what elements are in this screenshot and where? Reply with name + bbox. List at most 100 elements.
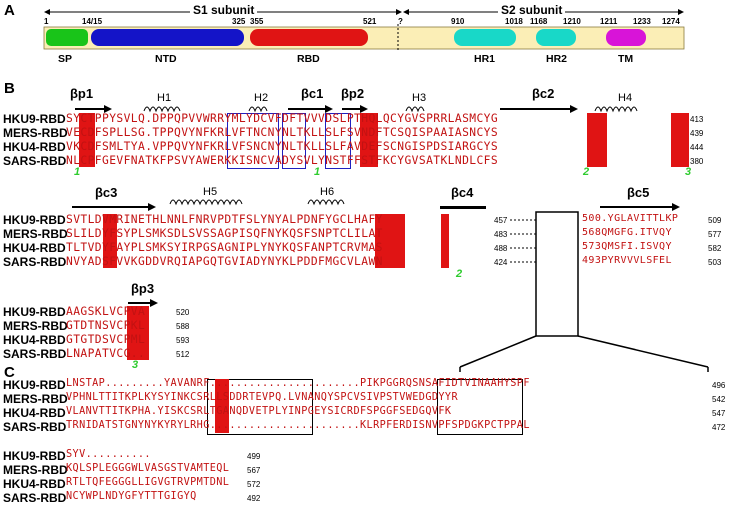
disulfide-label: 3 <box>132 359 139 371</box>
pos-1: 1 <box>44 17 49 26</box>
disulfide-label: 2 <box>456 268 463 280</box>
sequence-label: SARS-RBD <box>3 154 67 168</box>
sequence-row: SLILDYFSYPLSMKSDLSVSSAGPISQFNYKQSFSNPTCL… <box>66 227 383 240</box>
sequence-row: TLTVDYFAYPLSMKSYIRPGSAGNIPLYNYKQSFANPTCR… <box>66 241 383 254</box>
residue-number: 483 <box>494 230 508 239</box>
sequence-row: LNAPATVCG.. <box>66 347 146 360</box>
sequence-label: HKU4-RBD <box>3 477 66 491</box>
sequence-row: GTDTNSVCPKL <box>66 319 146 332</box>
alignment-block3 <box>63 306 193 362</box>
pos-910: 910 <box>451 17 465 26</box>
sequence-label: HKU9-RBD <box>3 378 66 392</box>
pos-unknown: ? <box>398 17 403 26</box>
ss-label: H2 <box>254 92 269 104</box>
ss-label: βp2 <box>341 86 365 101</box>
ss-block1 <box>75 105 638 113</box>
ss-label: βc4 <box>451 185 474 200</box>
residue-number: 492 <box>247 494 261 503</box>
pos-1233: 1233 <box>633 17 651 26</box>
sequence-label: SARS-RBD <box>3 491 67 505</box>
alignment-block4 <box>63 379 723 435</box>
panel-a-label: A <box>4 2 15 19</box>
ss-label: H5 <box>203 186 218 198</box>
residue-number: 547 <box>712 409 726 418</box>
hr1-domain <box>454 29 516 46</box>
rbd-domain <box>250 29 368 46</box>
residue-number: 457 <box>494 216 508 225</box>
pos-1210: 1210 <box>563 17 581 26</box>
sequence-label: MERS-RBD <box>3 126 68 140</box>
sequence-label: HKU9-RBD <box>3 112 66 126</box>
residue-number: 413 <box>690 115 704 124</box>
ss-label: H1 <box>157 92 172 104</box>
s1-subunit-label: S1 subunit <box>190 3 258 17</box>
sequence-label: HKU4-RBD <box>3 333 66 347</box>
sequence-row: TRNIDATSTGNYNYKYRYLRHG..................… <box>66 420 530 431</box>
ntd-domain <box>91 29 244 46</box>
hr1-label: HR1 <box>474 53 496 65</box>
sequence-label: HKU9-RBD <box>3 305 66 319</box>
residue-number: 520 <box>176 308 190 317</box>
ss-block2 <box>72 199 680 211</box>
sequence-row: SYCTPPYSVLQ.DPPQPVVWRRYMLYDCVFDFTVVVDSLP… <box>66 112 499 125</box>
pos-1211: 1211 <box>600 17 618 26</box>
ss-label: βp3 <box>131 281 155 296</box>
ss-label: βp1 <box>70 86 94 101</box>
sequence-row: VECDFSPLLSG.TPPQVYNFKRLVFTNCNYNLTKLLSLFS… <box>66 126 499 139</box>
sequence-row: VPHNLTTITKPLKYSYINKCSRLLSDDRTEVPQ.LVNANQ… <box>66 392 459 403</box>
pos-521: 521 <box>363 17 377 26</box>
residue-number: 444 <box>690 143 704 152</box>
residue-number: 439 <box>690 129 704 138</box>
residue-number: 512 <box>176 350 190 359</box>
sequence-row: NLCPFGEVFNATKFPSVYAWERKKISNCVADYSVLYNSTF… <box>66 154 499 167</box>
residue-number: 542 <box>712 395 726 404</box>
sequence-row: KQLSPLEGGGWLVASGSTVAMTEQL <box>66 463 230 474</box>
ss-block3 <box>128 299 158 307</box>
pos-355: 355 <box>250 17 264 26</box>
ntd-label: NTD <box>155 53 177 65</box>
sequence-label: MERS-RBD <box>3 463 68 477</box>
disulfide-label: 3 <box>685 166 692 178</box>
pos-1018: 1018 <box>505 17 523 26</box>
residue-number: 567 <box>247 466 261 475</box>
sequence-label: SARS-RBD <box>3 347 67 361</box>
sequence-row: VKCDFSMLTYA.VPPQVYNFKRLVFSNCNYNLTKLLSLFA… <box>66 140 499 153</box>
residue-number: 503 <box>708 258 722 267</box>
pos-14-15: 14/15 <box>82 17 103 26</box>
sequence-row: VLANVTTITKPHA.YISKCSRLTGANQDVETPLYINPGEY… <box>66 406 452 417</box>
sequence-row: LNSTAP.........YAVANRF..................… <box>66 378 530 389</box>
sequence-row: GTGTDSVCPML <box>66 333 146 346</box>
ss-label: βc2 <box>532 86 555 101</box>
pos-1274: 1274 <box>662 17 680 26</box>
sequence-label: MERS-RBD <box>3 392 68 406</box>
residue-number: 472 <box>712 423 726 432</box>
domain-diagram <box>43 9 685 52</box>
tm-domain <box>606 29 646 46</box>
ss-label: βc1 <box>301 86 324 101</box>
disulfide-label: 2 <box>583 166 590 178</box>
sequence-label: HKU9-RBD <box>3 449 66 463</box>
residue-number: 588 <box>176 322 190 331</box>
sequence-label: MERS-RBD <box>3 319 68 333</box>
hr2-domain <box>536 29 576 46</box>
sequence-label: MERS-RBD <box>3 227 68 241</box>
sequence-label: SARS-RBD <box>3 420 67 434</box>
hr2-label: HR2 <box>546 53 568 65</box>
sequence-label: HKU4-RBD <box>3 406 66 420</box>
ss-label: H4 <box>618 92 633 104</box>
tm-label: TM <box>618 53 634 65</box>
residue-number: 572 <box>247 480 261 489</box>
residue-number: 577 <box>708 230 722 239</box>
sequence-row-c-term: 500.YGLAVITTLKP <box>582 213 679 224</box>
residue-number: 424 <box>494 258 508 267</box>
alignment-block1 <box>63 113 689 169</box>
sequence-row: RTLTQFEGGGLLIGVGTRVPMTDNL <box>66 477 230 488</box>
sequence-row-c-term: 568QMGFG.ITVQY <box>582 227 672 238</box>
disulfide-label: 1 <box>314 166 321 178</box>
sequence-row: SYV.......... <box>66 449 151 460</box>
sequence-row: NVYADSFVVKGDDVRQIAPGQTGVIADYNYKLPDDFMGCV… <box>66 255 383 268</box>
sequence-label: HKU4-RBD <box>3 140 66 154</box>
residue-number: 380 <box>690 157 704 166</box>
panel-b-label: B <box>4 80 15 97</box>
insertion-connector <box>459 211 709 372</box>
